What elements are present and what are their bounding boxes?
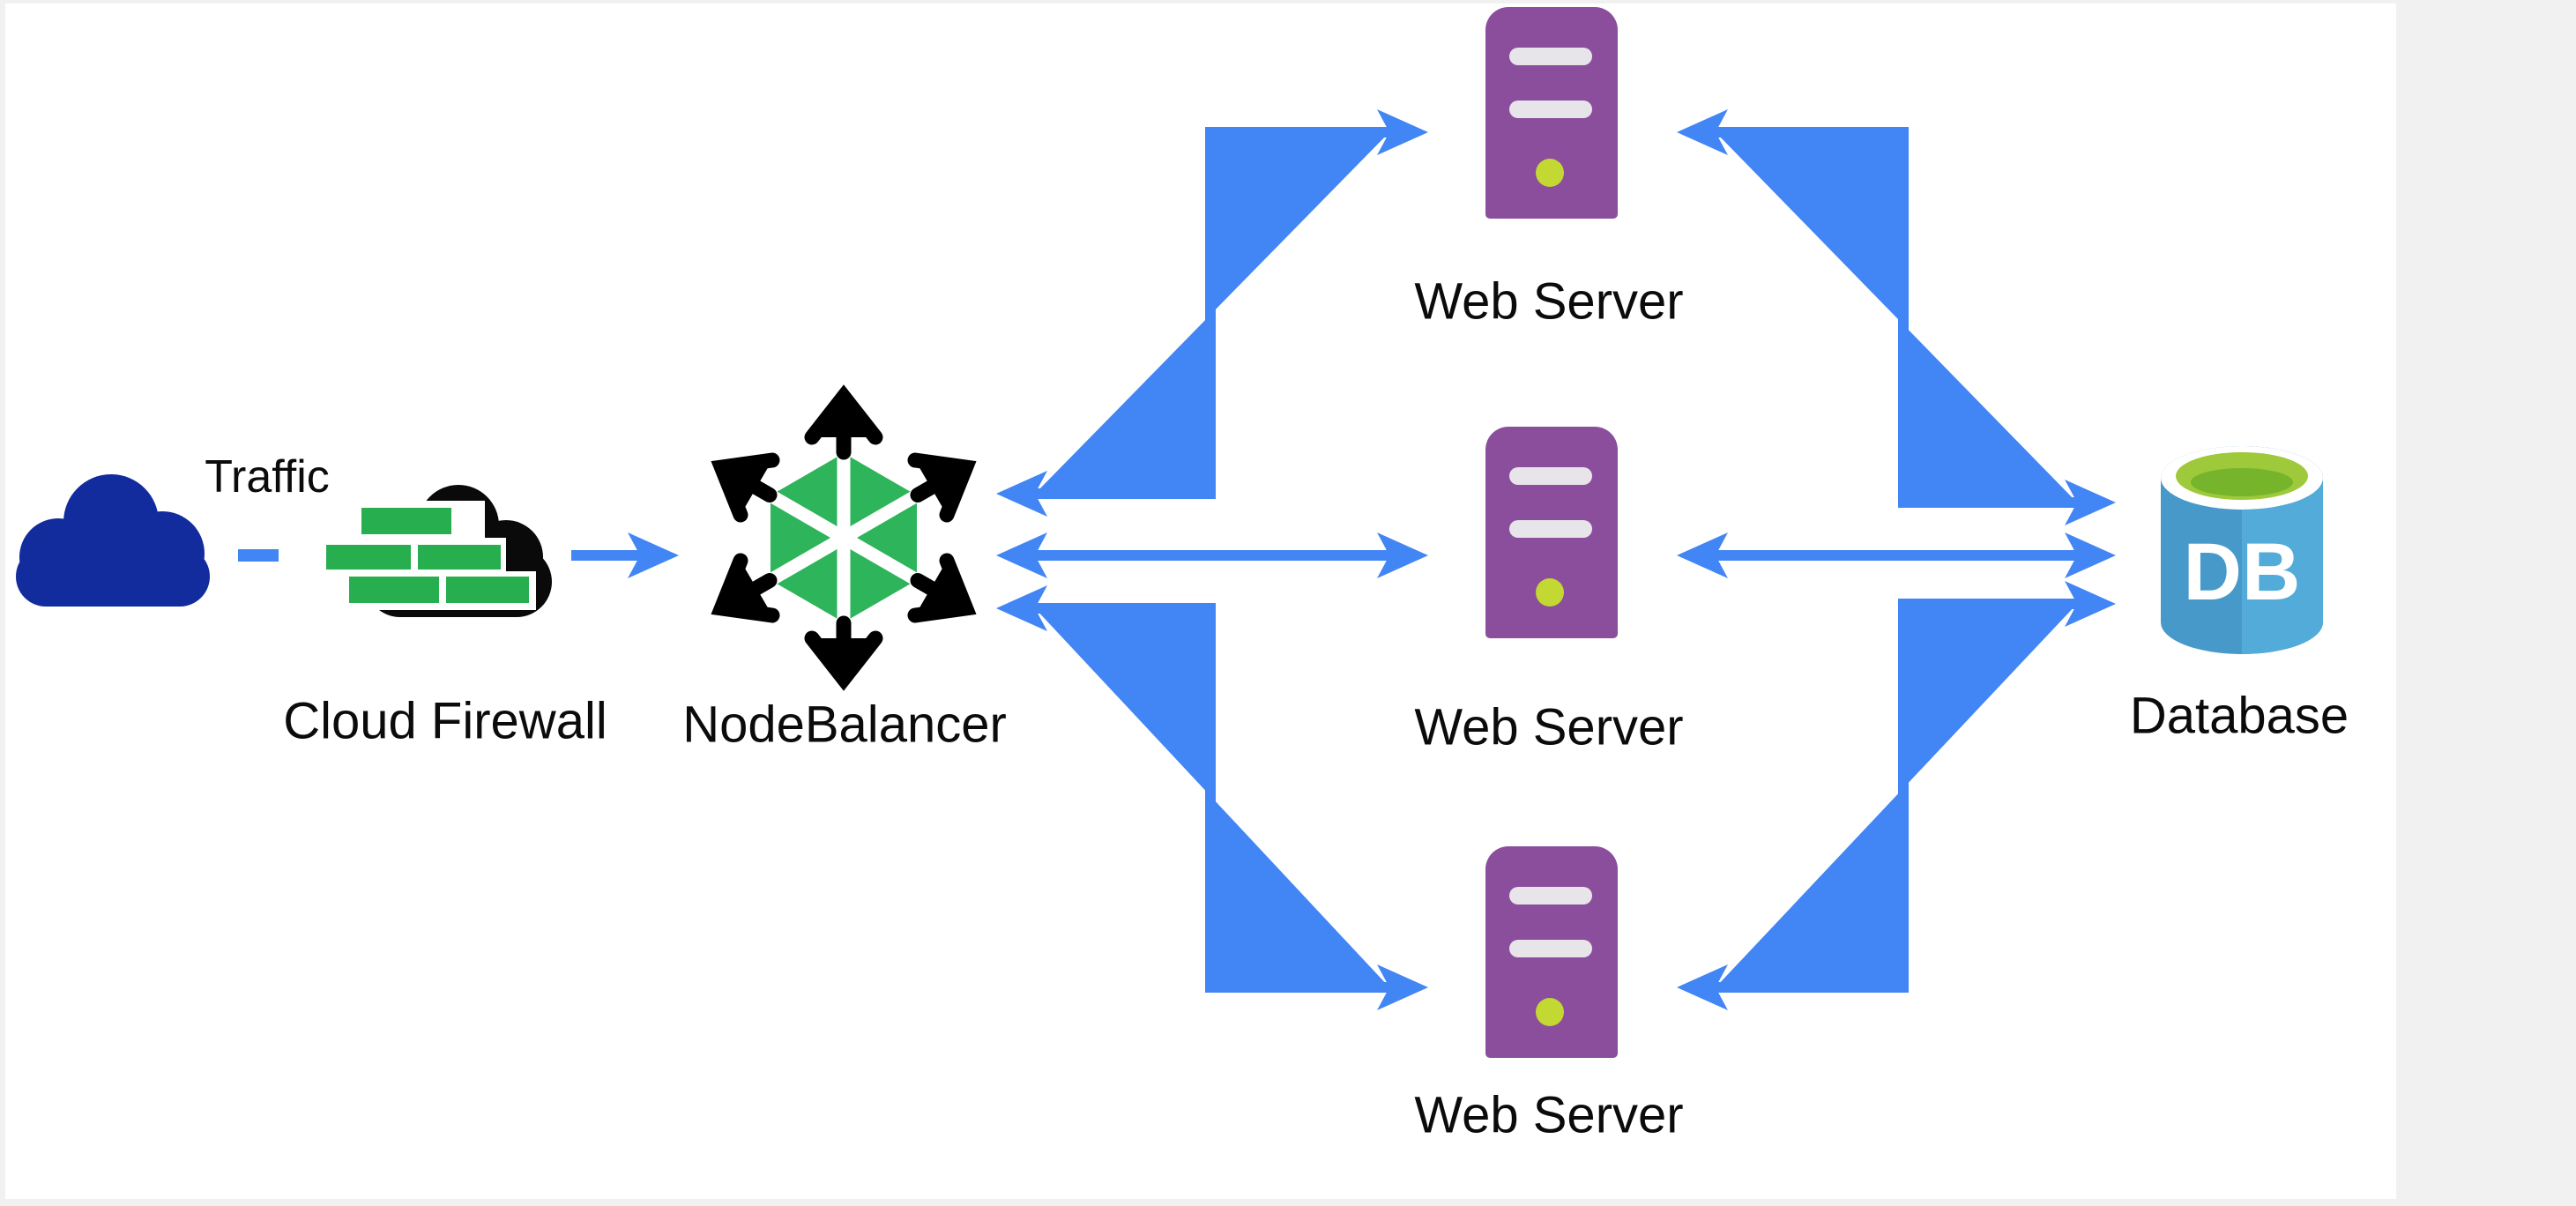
arrowhead-left-icon (996, 532, 1047, 578)
arrowhead-left-icon (1677, 109, 1728, 155)
nodebalancer-out-arrows (711, 384, 977, 691)
arrowhead-left-icon (1677, 532, 1728, 578)
server-slot (1509, 520, 1592, 538)
edge-webserver-top-database (1677, 109, 2116, 525)
nodebalancer-spokes (767, 453, 920, 622)
server-slot (1509, 467, 1592, 485)
cloud-icon (16, 474, 210, 607)
edge-nodebalancer-webserver-middle (996, 532, 1428, 578)
server-led (1536, 159, 1564, 187)
server-slot (1509, 48, 1592, 65)
server-led (1536, 998, 1564, 1026)
nodebalancer-label: NodeBalancer (682, 696, 1007, 754)
firewall-bricks (326, 508, 529, 603)
arrowhead-right-icon (2065, 532, 2116, 578)
database-label: Database (2129, 687, 2349, 745)
database-badge: DB (2184, 527, 2301, 617)
edge-webserver-middle-database (1677, 532, 2116, 578)
firewall-label: Cloud Firewall (283, 692, 607, 750)
arrowhead-right-icon (2065, 581, 2116, 627)
arrowhead-left-icon (996, 585, 1047, 631)
arrowhead-right-icon (1377, 964, 1428, 1010)
webserver-middle-label: Web Server (1414, 698, 1684, 756)
arrowhead-right-icon (628, 532, 679, 578)
server-slot (1509, 887, 1592, 904)
database-cylinder-icon: DB (2161, 446, 2323, 654)
database-top-inner (2191, 468, 2293, 496)
webserver-top-label: Web Server (1414, 272, 1684, 331)
edge-firewall-nodebalancer (571, 532, 679, 578)
arrowhead-left-icon (996, 471, 1047, 517)
server-icon (1485, 846, 1618, 1058)
arrowhead-right-icon (1377, 532, 1428, 578)
server-slot (1509, 100, 1592, 118)
server-icon (1485, 427, 1618, 638)
webserver-bottom-label: Web Server (1414, 1086, 1684, 1144)
traffic-label: Traffic (205, 451, 330, 502)
nodebalancer-icon (711, 384, 977, 691)
server-slot (1509, 940, 1592, 957)
edge-webserver-bottom-database (1677, 581, 2116, 1010)
edge-nodebalancer-webserver-bottom (996, 585, 1428, 1010)
edge-nodebalancer-webserver-top (996, 109, 1428, 517)
server-icon (1485, 7, 1618, 219)
firewall-cloud-icon (324, 485, 552, 617)
server-led (1536, 578, 1564, 607)
arrowhead-right-icon (2065, 480, 2116, 525)
arrowhead-left-icon (1677, 964, 1728, 1010)
arrowhead-right-icon (1377, 109, 1428, 155)
